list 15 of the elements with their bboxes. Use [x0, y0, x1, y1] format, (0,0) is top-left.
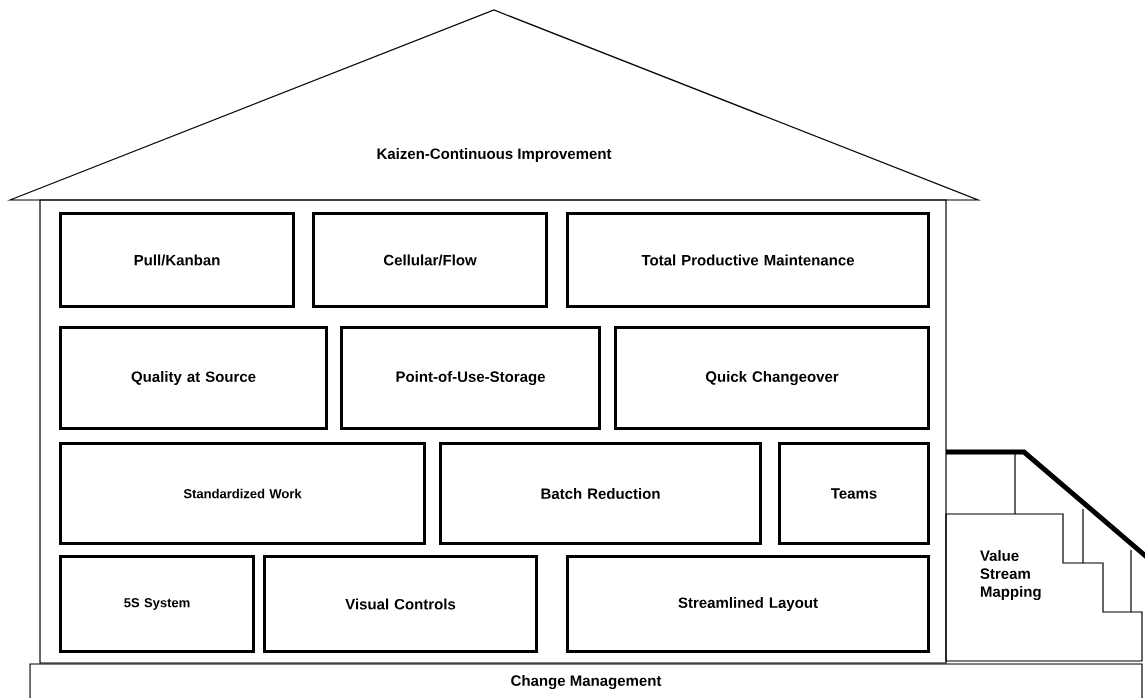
house-wall	[39, 199, 947, 664]
foundation-box: Change Management	[29, 663, 1143, 698]
pillar-box: Total Productive Maintenance	[566, 212, 930, 308]
pillar-box: Teams	[778, 442, 930, 545]
pillar-box: Quality at Source	[59, 326, 328, 430]
pillar-box: Streamlined Layout	[566, 555, 930, 653]
pillar-box: Cellular/Flow	[312, 212, 548, 308]
pillar-box: Quick Changeover	[614, 326, 930, 430]
stairs-box: Value Stream Mapping	[945, 513, 1143, 662]
pillar-box: Standardized Work	[59, 442, 426, 545]
pillar-box: Batch Reduction	[439, 442, 762, 545]
pillar-box: Pull/Kanban	[59, 212, 295, 308]
pillar-box: 5S System	[59, 555, 255, 653]
pillar-box: Point-of-Use-Storage	[340, 326, 601, 430]
pillar-box: Visual Controls	[263, 555, 538, 653]
